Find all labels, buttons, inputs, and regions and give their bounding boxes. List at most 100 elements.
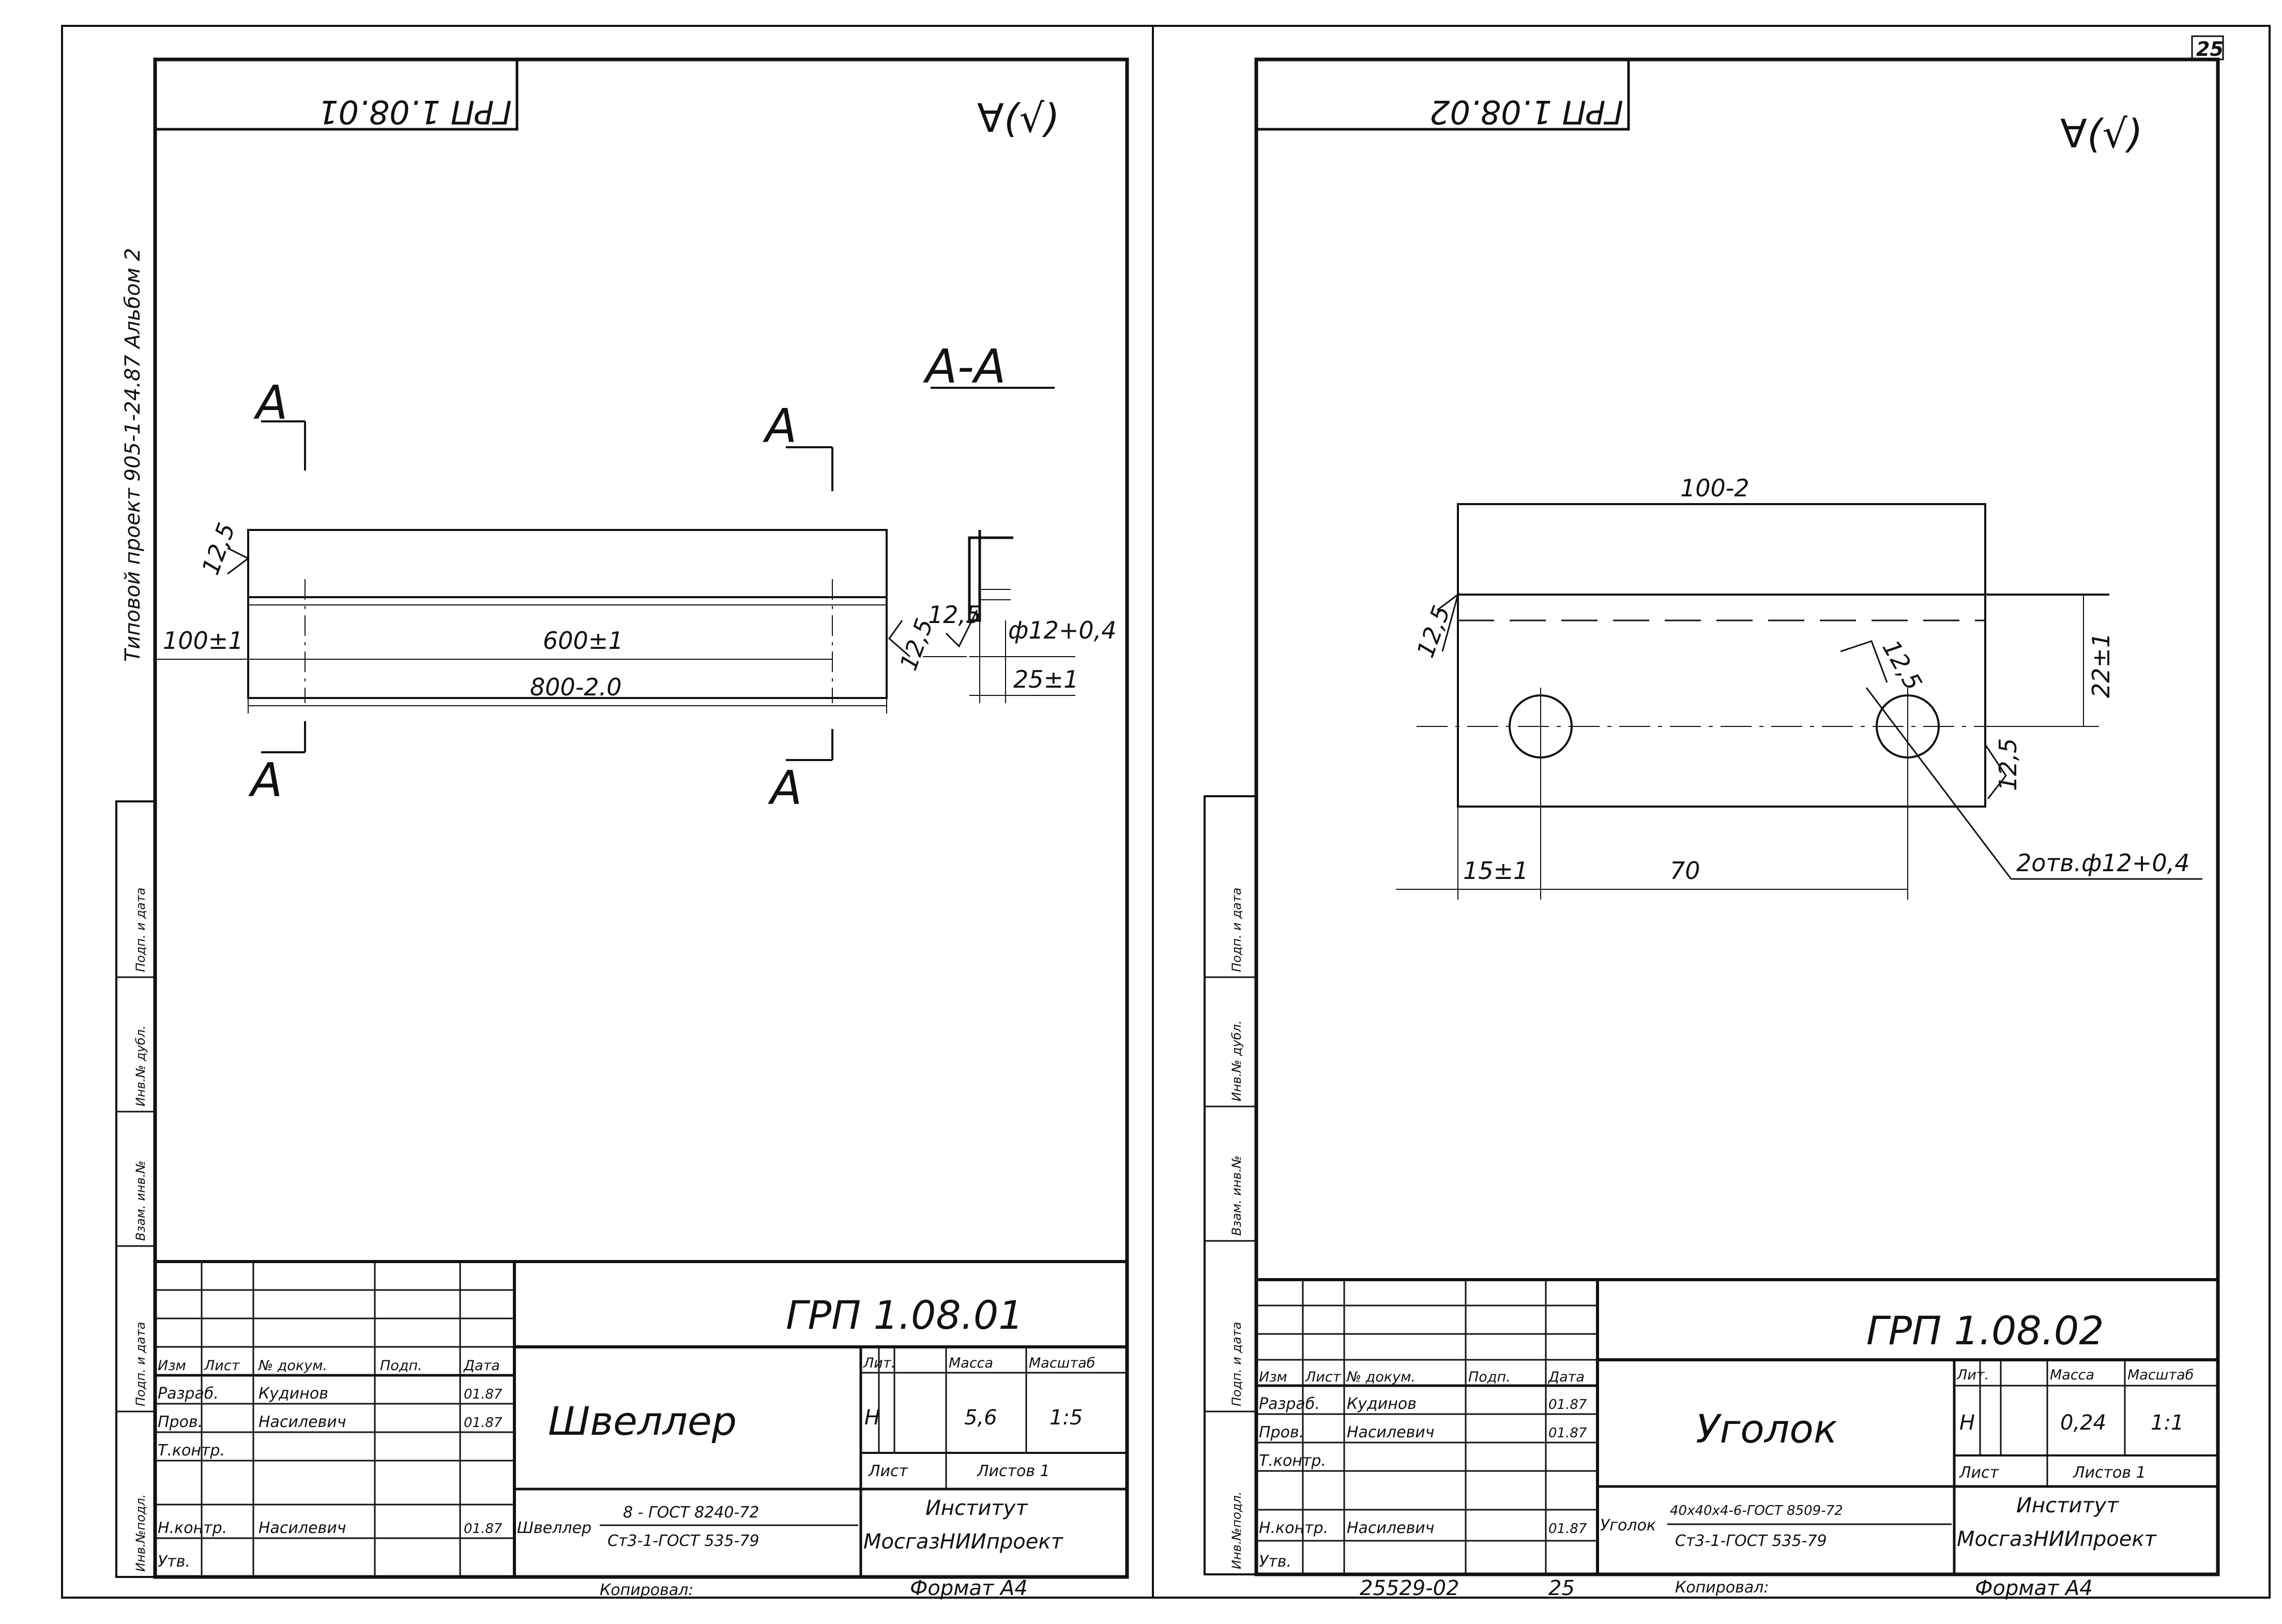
sheet-corner-number: 25	[2196, 38, 2224, 60]
right-title-block	[1255, 1278, 2219, 1576]
right-tb-role-2: Пров.	[1259, 1423, 1304, 1441]
left-tb-scale-label: Масштаб	[1029, 1355, 1095, 1371]
right-tb-head-date: Дата	[1548, 1369, 1585, 1385]
left-tb-name-2: Насилевич	[258, 1413, 346, 1431]
right-tb-head-list: Лист	[1305, 1369, 1342, 1385]
right-tb-head-doc: № докум.	[1346, 1369, 1416, 1385]
left-sec-dim-12-5a: 12,5	[928, 601, 981, 629]
left-cut-mark-2: А	[763, 399, 797, 453]
right-outer-frame	[1152, 25, 2271, 1599]
right-stamp-label-1: Инв.№подл.	[1229, 1492, 1244, 1569]
left-tb-date-4: 01.87	[464, 1521, 503, 1537]
right-tb-role-5: Утв.	[1259, 1553, 1291, 1571]
right-doc-number: 25529-02	[1360, 1576, 1459, 1600]
right-tb-material-prefix: Уголок	[1600, 1516, 1656, 1535]
right-tb-name: Уголок	[1696, 1406, 1837, 1452]
left-tb-code: ГРП 1.08.01	[786, 1292, 1024, 1338]
right-tb-lit-label: Лит.	[1956, 1367, 1989, 1383]
left-tb-lit-value: Н	[864, 1406, 880, 1430]
right-tb-material-bottom: Ст3-1-ГОСТ 535-79	[1675, 1532, 1827, 1550]
left-tb-name: Швеллер	[548, 1398, 737, 1444]
right-dim-100: 100-2	[1680, 474, 1749, 502]
right-tb-head-sign: Подп.	[1468, 1369, 1511, 1385]
right-tb-lit-value: Н	[1959, 1411, 1975, 1435]
left-inner-frame	[153, 57, 1129, 1579]
right-tb-date-4: 01.87	[1548, 1521, 1587, 1537]
left-tb-role-3: Т.контр.	[158, 1441, 225, 1460]
right-dim-12-5c: 12,5	[1994, 738, 2022, 791]
left-tb-material-bottom: Ст3-1-ГОСТ 535-79	[607, 1532, 759, 1550]
left-rotated-code: ГРП 1.08.01	[318, 93, 512, 131]
left-tb-head-sign: Подп.	[380, 1358, 422, 1374]
right-dim-12-5: 12,5	[1411, 602, 1456, 661]
right-side-stamp	[1204, 795, 1257, 1575]
left-tb-sheet-label: Лист	[868, 1462, 909, 1480]
right-page-number: 25	[1548, 1576, 1575, 1600]
left-rotated-code-box	[154, 58, 519, 131]
right-tb-sheet-label: Лист	[1959, 1464, 2000, 1482]
left-tb-role-5: Утв.	[158, 1553, 190, 1571]
right-tb-sheets-label: Листов 1	[2073, 1464, 2146, 1482]
left-tb-lit-label: Лит.	[863, 1355, 895, 1371]
left-copied-label: Копировал:	[600, 1581, 694, 1599]
left-tb-mass-label: Масса	[949, 1355, 993, 1371]
side-project-note: Типовой проект 905-1-24.87 Альбом 2	[121, 248, 145, 662]
left-dim-100: 100±1	[163, 627, 244, 655]
right-tb-mass-value: 0,24	[2060, 1411, 2106, 1435]
left-tb-org-2: МосгазНИИпроект	[863, 1530, 1063, 1554]
left-tb-role-1: Разраб.	[158, 1385, 219, 1403]
right-stamp-label-2: Подп. и дата	[1229, 1322, 1244, 1407]
right-tb-date-1: 01.87	[1548, 1397, 1587, 1413]
right-dim-12-5b: 12,5	[1877, 635, 1927, 695]
left-tb-date-1: 01.87	[464, 1387, 503, 1402]
left-sec-dim-25: 25±1	[1013, 665, 1078, 693]
right-tb-mass-label: Масса	[2050, 1367, 2094, 1383]
left-stamp-label-1: Инв.№подл.	[133, 1494, 148, 1572]
left-tb-sheets-label: Листов 1	[977, 1462, 1050, 1480]
left-cut-mark-4: А	[768, 761, 802, 815]
left-sec-dim-hole: ф12+0,4	[1008, 616, 1117, 644]
left-tb-head-izm: Изм	[158, 1358, 186, 1374]
left-format-label: Формат А4	[910, 1576, 1028, 1600]
right-tb-date-2: 01.87	[1548, 1425, 1587, 1441]
left-sec-dim-12-5b: 12,5	[894, 615, 939, 674]
right-tb-org-2: МосгазНИИпроект	[1957, 1527, 2157, 1551]
right-tb-name-4: Насилевич	[1347, 1519, 1434, 1537]
right-tb-org-1: Институт	[2016, 1494, 2119, 1517]
right-tb-material-top: 40х40х4-6-ГОСТ 8509-72	[1670, 1503, 1843, 1519]
left-cut-mark-3: А	[248, 753, 283, 808]
left-dim-800: 800-2.0	[530, 673, 622, 701]
channel-outline	[247, 529, 888, 699]
left-channel-drawing	[155, 387, 1075, 761]
left-stamp-label-3: Взам. инв.№	[133, 1161, 148, 1241]
left-tb-name-4: Насилевич	[258, 1519, 346, 1537]
left-tb-head-date: Дата	[463, 1358, 500, 1374]
right-dim-70: 70	[1670, 857, 1700, 885]
right-tb-role-1: Разраб.	[1259, 1395, 1320, 1413]
left-tb-material-prefix: Швеллер	[517, 1519, 591, 1537]
left-tb-material-top: 8 - ГОСТ 8240-72	[623, 1504, 759, 1522]
left-tb-date-2: 01.87	[464, 1415, 503, 1431]
right-dim-22: 22±1	[2087, 633, 2115, 698]
right-format-label: Формат А4	[1975, 1576, 2093, 1600]
left-title-block	[154, 1260, 1129, 1579]
right-tb-role-4: Н.контр.	[1259, 1519, 1328, 1537]
left-stamp-label-2: Подп. и дата	[133, 1322, 148, 1407]
right-tb-head-izm: Изм	[1259, 1369, 1287, 1385]
left-tb-org-1: Институт	[925, 1496, 1028, 1520]
left-dim-600: 600±1	[543, 627, 623, 655]
right-stamp-label-5: Подп. и дата	[1229, 888, 1244, 973]
left-tb-name-1: Кудинов	[258, 1385, 328, 1403]
right-angle-drawing	[1396, 503, 2202, 900]
left-tb-head-doc: № докум.	[257, 1358, 327, 1374]
left-tb-head-list: Лист	[204, 1358, 240, 1374]
left-cut-mark-1: А	[253, 376, 288, 430]
left-tb-mass-value: 5,6	[964, 1406, 997, 1430]
right-dim-holes: 2отв.ф12+0,4	[2016, 849, 2190, 877]
right-stamp-label-3: Взам. инв.№	[1229, 1156, 1244, 1236]
right-tb-name-1: Кудинов	[1347, 1395, 1417, 1413]
left-stamp-label-4: Инв.№ дубл.	[133, 1025, 148, 1106]
right-roughness-mark: ∀(√)	[2060, 111, 2143, 157]
left-section-label: А-А	[923, 340, 1006, 394]
